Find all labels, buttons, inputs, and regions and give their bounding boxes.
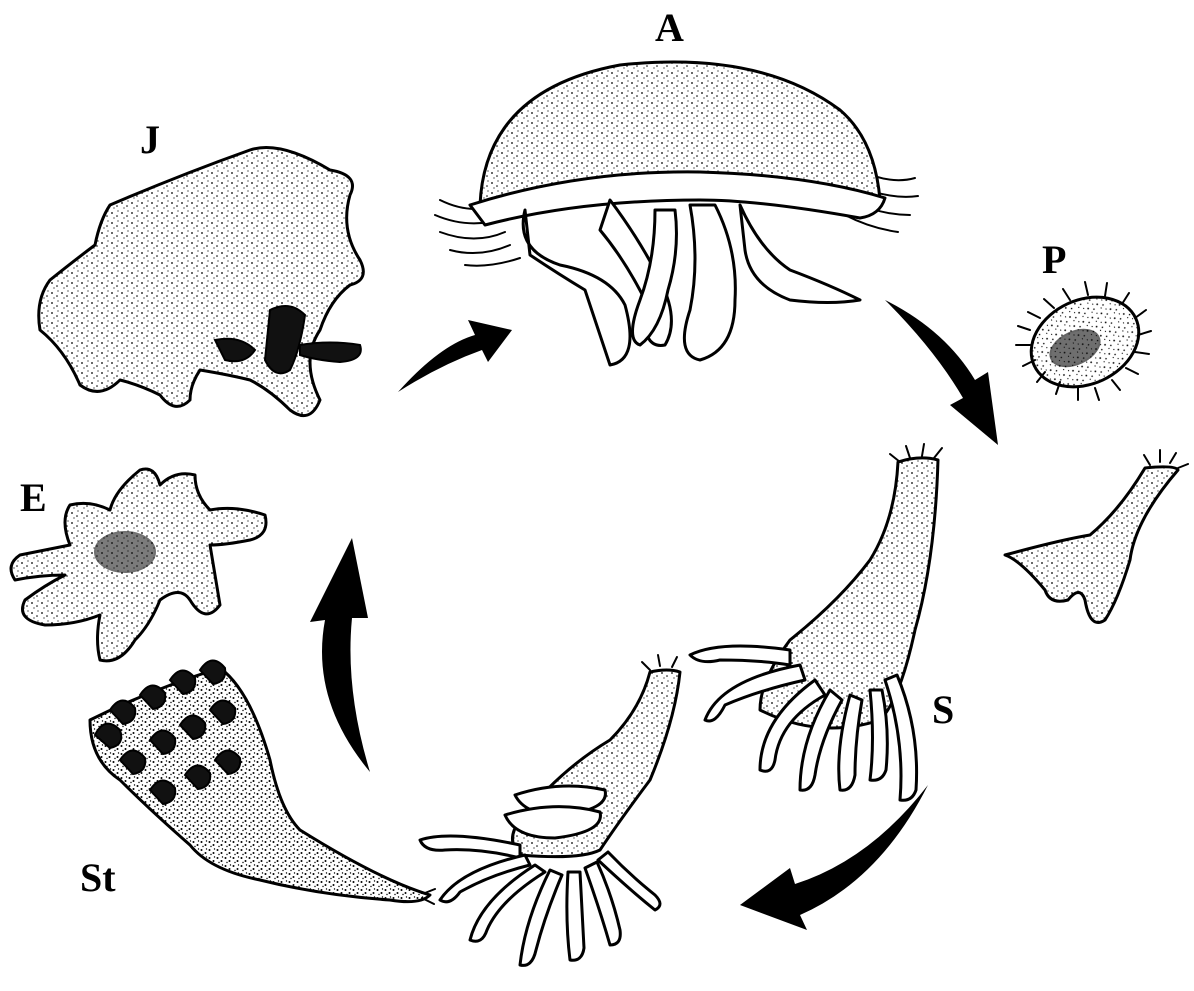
- oral-arm-3: [684, 205, 735, 360]
- juvenile-medusa: [39, 148, 364, 416]
- planula-larva: [1016, 280, 1154, 403]
- oral-arm-4: [740, 205, 860, 303]
- adult-medusa: [435, 62, 918, 365]
- label-scyphistoma: S: [932, 690, 954, 730]
- strobila-discs: [505, 786, 605, 838]
- label-strobila: St: [80, 858, 116, 898]
- strobila-polyp: [420, 655, 680, 965]
- arrow-juvenile-to-adult: [398, 320, 512, 392]
- label-adult: A: [655, 8, 684, 48]
- strobila-ephyrae-stack: [90, 660, 435, 904]
- label-planula: P: [1042, 240, 1066, 280]
- ephyra: [11, 469, 266, 661]
- label-juvenile: J: [140, 120, 160, 160]
- settling-larva: [1005, 450, 1188, 623]
- arrow-adult-to-planula: [885, 300, 998, 445]
- arrow-strobila-to-ephyra: [310, 538, 370, 772]
- arrow-scyphistoma-to-strobila: [740, 785, 928, 930]
- label-ephyra: E: [20, 478, 47, 518]
- scyphistoma-polyp: [690, 444, 942, 800]
